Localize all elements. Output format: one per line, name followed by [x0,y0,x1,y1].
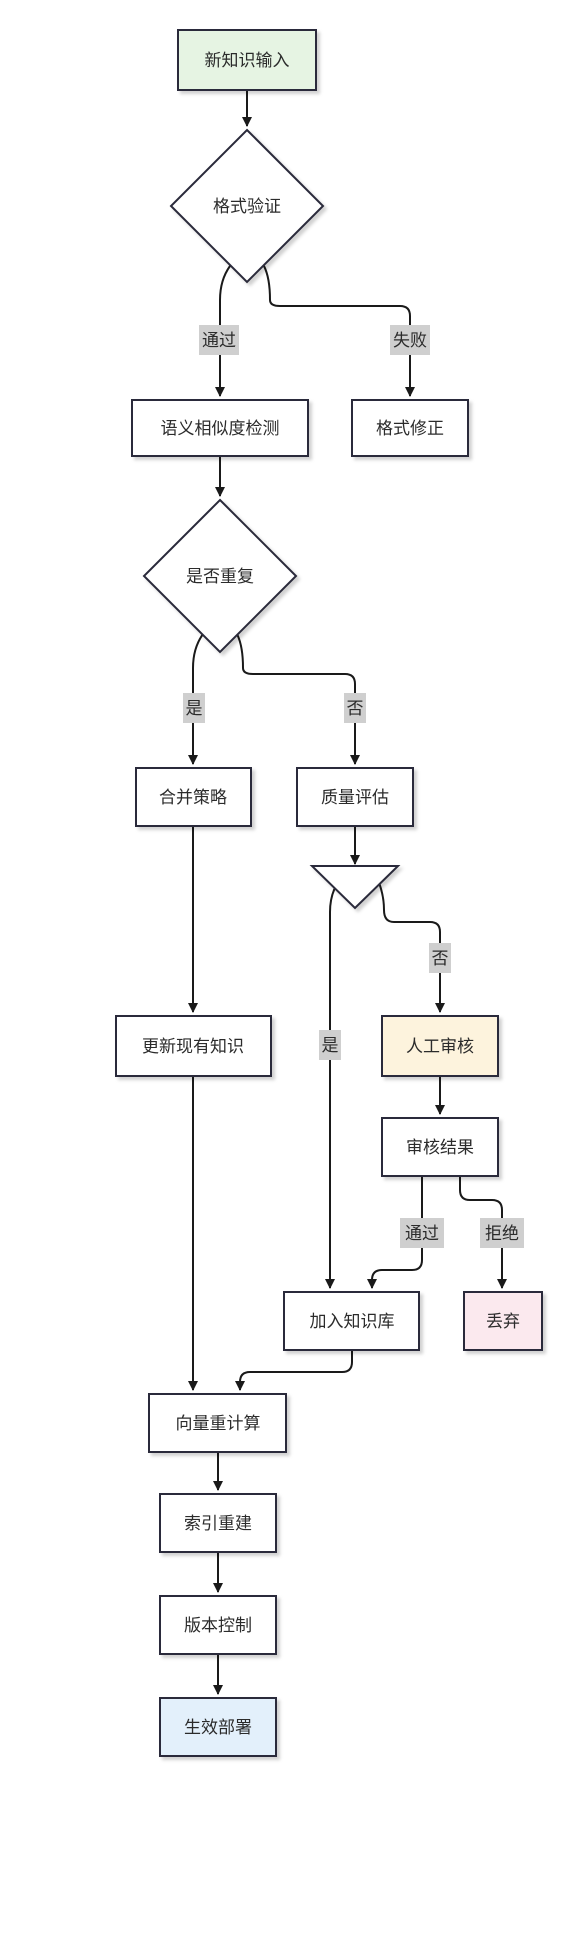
node-discard: 丢弃 [463,1291,543,1351]
svg-text:语义相似度检测: 语义相似度检测 [161,419,280,439]
node-format-check: 格式验证 [169,128,325,284]
edge-duplicate-yes [188,633,204,765]
svg-text:质量评估: 质量评估 [321,788,389,808]
svg-text:新知识输入: 新知识输入 [205,51,290,71]
node-review-result: 审核结果 [381,1117,499,1177]
label-review-pass: 通过 [400,1218,444,1248]
label-pass: 通过 [199,325,239,355]
svg-text:否: 否 [347,699,364,719]
node-manual-review: 人工审核 [381,1015,499,1077]
svg-text:生效部署: 生效部署 [184,1718,252,1738]
node-update-existing: 更新现有知识 [115,1015,272,1077]
edges [188,90,507,1695]
svg-text:更新现有知识: 更新现有知识 [142,1037,244,1057]
node-merge: 合并策略 [135,767,252,827]
svg-text:向量重计算: 向量重计算 [176,1414,261,1434]
node-vector-recalc: 向量重计算 [148,1393,287,1453]
node-quality-decision [309,865,401,910]
node-is-duplicate: 是否重复 [142,498,298,654]
svg-text:拒绝: 拒绝 [485,1224,519,1244]
label-yes: 是 [183,693,205,723]
label-no: 否 [344,693,366,723]
edge-result-reject [459,1176,507,1289]
edge-decision-no [377,879,445,1013]
svg-text:丢弃: 丢弃 [486,1312,520,1332]
svg-text:索引重建: 索引重建 [184,1514,252,1534]
svg-text:加入知识库: 加入知识库 [310,1312,395,1332]
svg-text:人工审核: 人工审核 [406,1037,474,1057]
node-input: 新知识输入 [177,29,317,91]
node-semantic-check: 语义相似度检测 [131,399,309,457]
label-review-reject: 拒绝 [480,1218,524,1248]
node-format-fix: 格式修正 [351,399,469,457]
svg-text:审核结果: 审核结果 [406,1138,474,1158]
svg-text:是否重复: 是否重复 [186,567,254,587]
svg-text:合并策略: 合并策略 [159,788,227,808]
svg-text:失败: 失败 [393,331,427,351]
label-quality-no: 否 [429,943,451,973]
node-add-kb: 加入知识库 [283,1291,420,1351]
svg-text:是: 是 [186,699,203,719]
svg-text:版本控制: 版本控制 [184,1616,252,1636]
edge-duplicate-no [236,633,360,765]
svg-text:是: 是 [322,1036,339,1056]
svg-text:通过: 通过 [405,1224,439,1244]
node-index-rebuild: 索引重建 [159,1493,277,1553]
edge-decision-yes [325,881,339,1289]
svg-text:格式修正: 格式修正 [376,419,444,439]
svg-text:格式验证: 格式验证 [213,197,281,217]
label-fail: 失败 [390,325,430,355]
node-version-control: 版本控制 [159,1595,277,1655]
nodes: 新知识输入 格式验证 语义相似度检测 格式修正 是否重复 合并策略 质量评估 [115,29,543,1757]
edge-format-check-pass [215,265,231,397]
edge-format-check-fail [263,265,415,397]
svg-text:通过: 通过 [202,331,236,351]
node-quality: 质量评估 [296,767,414,827]
label-quality-yes: 是 [319,1030,341,1060]
edge-labels: 通过 失败 是 否 否 是 通过 拒绝 [183,325,524,1248]
svg-text:否: 否 [432,949,449,969]
node-deploy: 生效部署 [159,1697,277,1757]
edge-result-pass [367,1176,423,1289]
edge-add-kb-to-vector [235,1350,353,1391]
